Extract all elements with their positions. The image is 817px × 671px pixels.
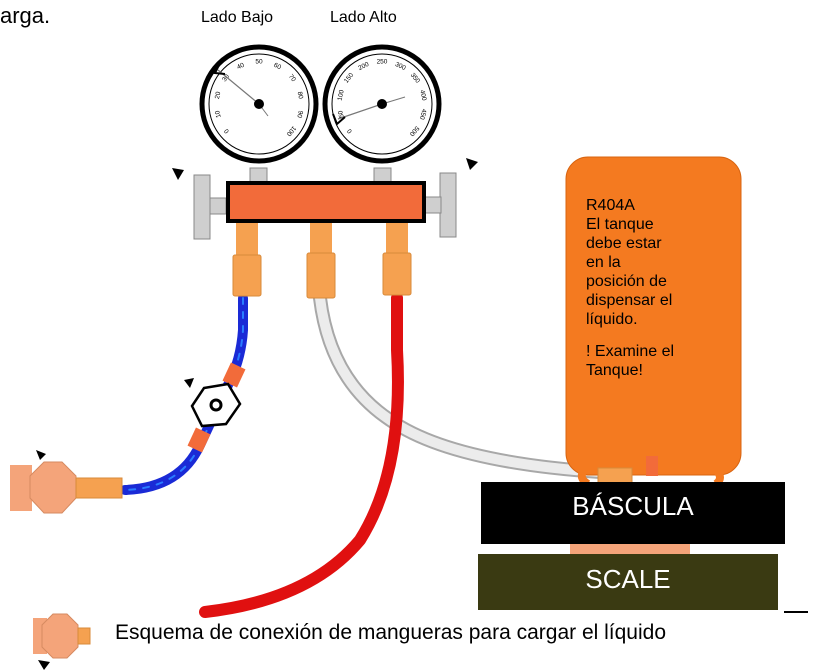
low-side-gauge-label: Lado Bajo <box>201 9 274 26</box>
tank-line: dispensar el <box>586 292 673 309</box>
gauge-tick-label: 100 <box>337 89 346 101</box>
tank-line: R404A <box>586 197 635 214</box>
scale-label-spanish: BÁSCULA <box>572 491 694 521</box>
gauge-tick-label: 10 <box>214 109 223 118</box>
tank-line: debe estar <box>586 235 662 252</box>
gauge-tick-label: 90 <box>295 110 304 119</box>
tank-line: en la <box>586 254 621 271</box>
tank-warning-line: ! Examine el <box>586 343 675 360</box>
gauge-tick-label: 60 <box>273 62 283 72</box>
gauge-tick-label: 0 <box>346 127 354 135</box>
gauge-tick-label: 50 <box>255 59 263 66</box>
legend-arrow-icon <box>38 660 50 670</box>
coupler-legend-icon <box>33 613 91 670</box>
diagram-caption: Esquema de conexión de mangueras para ca… <box>115 621 667 644</box>
tank-line: líquido. <box>586 311 638 328</box>
hoses <box>120 291 607 618</box>
scale <box>478 482 808 613</box>
high-side-hose <box>199 292 404 618</box>
right-valve-arrow-icon <box>466 158 478 170</box>
tank-warning-line: Tanque! <box>586 362 643 379</box>
gauge-tick-label: 70 <box>287 73 297 83</box>
tank-line: El tanque <box>586 216 654 233</box>
refrigerant-tank <box>565 156 742 488</box>
tank-line: posición de <box>586 273 667 290</box>
gauge-tick-label: 30 <box>221 73 231 83</box>
low-side-coupler <box>10 450 123 514</box>
tank-instruction-lines: R404A El tanque debe estar en la posició… <box>586 196 726 329</box>
gauge-tick-label: 250 <box>377 59 388 66</box>
left-valve-arrow-icon <box>172 168 184 180</box>
coupler-arrow-icon <box>36 450 46 460</box>
gauge-tick-label: 200 <box>357 61 370 72</box>
gauge-tick-label: 0 <box>223 127 231 135</box>
gauge-tick-label: 50 <box>337 109 346 118</box>
gauge-tick-label: 300 <box>394 61 407 72</box>
inline-ball-valve[interactable] <box>184 362 246 453</box>
gauge-tick-label: 80 <box>296 91 304 100</box>
gauge-tick-label: 40 <box>236 62 246 72</box>
manifold-fittings <box>232 223 412 299</box>
high-side-gauge-label: Lado Alto <box>330 9 397 26</box>
tank-warning: ! Examine el Tanque! <box>586 342 726 380</box>
gauge-tick-label: 400 <box>418 89 427 101</box>
gauge-tick-label: 20 <box>214 91 222 100</box>
scale-label-english: SCALE <box>585 564 671 594</box>
ball-valve-arrow-icon <box>184 378 194 388</box>
corner-text: arga. <box>0 3 51 28</box>
tank-instructions: R404A El tanque debe estar en la posició… <box>586 196 726 380</box>
gauge-tick-label: 450 <box>418 108 428 121</box>
left-valve-knob[interactable] <box>193 174 211 240</box>
manifold <box>172 158 478 240</box>
right-valve-knob[interactable] <box>439 172 457 238</box>
